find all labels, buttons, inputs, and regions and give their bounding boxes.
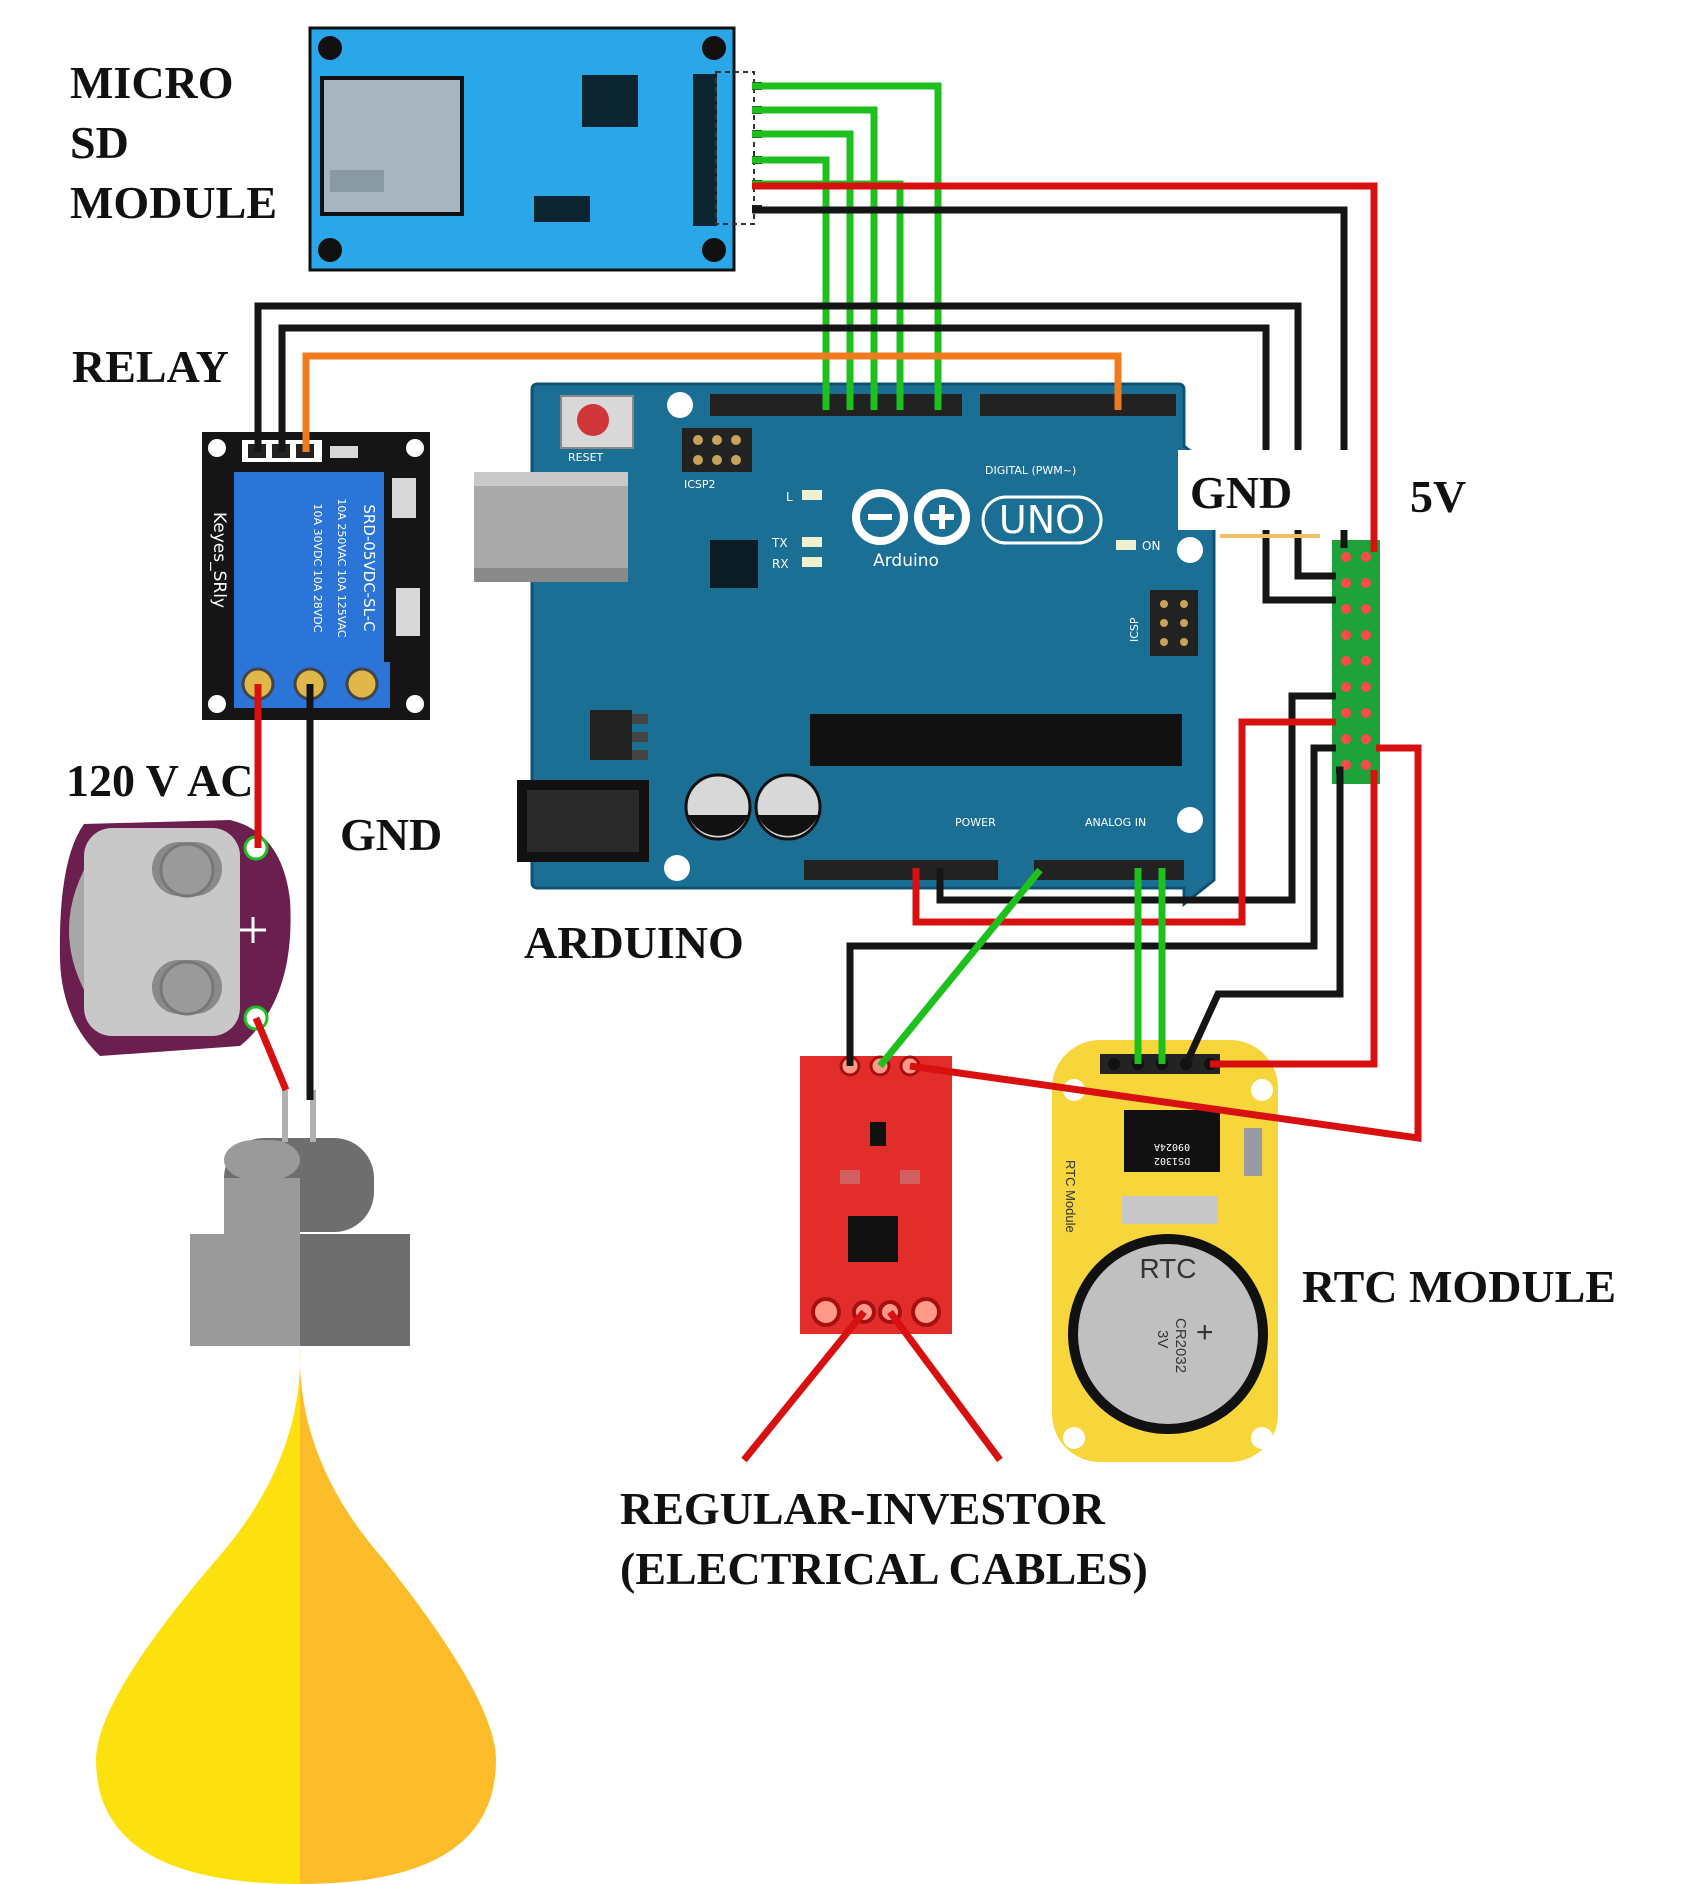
label-sd-line-2: SD: [70, 117, 129, 168]
ac-source-holder: [59, 820, 291, 1056]
relay-module: Keyes_SRly SRD-05VDC-SL-C 10A 250VAC 10A…: [202, 432, 430, 720]
wire-bb-5v: [912, 718, 1336, 926]
icsp2-header: [682, 428, 752, 472]
wire-sensor-signal: [877, 867, 1043, 1069]
capacitors: [684, 773, 822, 841]
light-bulb-icon: [96, 1090, 496, 1884]
led-label-on: ON: [1142, 539, 1160, 553]
usb-chip: [710, 540, 758, 588]
power-header: [804, 860, 998, 880]
wire-sd-green: [752, 82, 942, 410]
wire-sd-5v: [752, 182, 1378, 552]
rtc-battery-plus: +: [1196, 1316, 1214, 1349]
wire-sensor-gnd: [846, 744, 1336, 1066]
rtc-module-text: RTC Module: [1063, 1160, 1078, 1233]
wire-sd-gnd: [752, 206, 1348, 548]
wire-bb-gnd: [936, 692, 1336, 904]
voltage-regulator: [590, 710, 648, 760]
label-relay: RELAY: [72, 341, 229, 392]
label-sensor-line-1: REGULAR-INVESTOR: [620, 1483, 1106, 1534]
wire-cable-lead-1: [741, 1309, 867, 1463]
analog-label: ANALOG IN: [1085, 816, 1146, 829]
label-5v: 5V: [1410, 471, 1466, 522]
reset-button[interactable]: [560, 395, 634, 449]
wire-cable-lead-2: [887, 1309, 1003, 1463]
atmega-chip: [810, 714, 1182, 766]
status-leds: [802, 490, 1136, 567]
icsp-label: ICSP: [1128, 617, 1141, 642]
arduino-uno-board: RESET ICSP2: [474, 382, 1216, 908]
wire-ac-lamp: [252, 1016, 290, 1092]
label-sd-line-3: MODULE: [70, 177, 277, 228]
power-jack: [517, 780, 649, 862]
wire-rtc-vcc: [1210, 770, 1378, 1068]
label-gnd-breadboard: GND: [1190, 467, 1292, 518]
diagram-labels: MICRO SD MODULE RELAY 120 V AC GND GND 5…: [66, 57, 1616, 1594]
relay-part-text-3: 10A 30VDC 10A 28VDC: [311, 504, 324, 633]
wire-sensor-vcc: [909, 744, 1422, 1143]
reset-label: RESET: [568, 451, 604, 464]
wire-relay-gnd: [254, 302, 1336, 580]
current-sensor-module: [800, 1055, 952, 1334]
digital-header: [710, 394, 1176, 416]
digital-label: DIGITAL (PWM~): [985, 464, 1076, 477]
label-gnd-relay: GND: [340, 809, 442, 860]
wires: [252, 82, 1422, 1463]
power-label: POWER: [955, 816, 996, 829]
label-rtc-module: RTC MODULE: [1302, 1261, 1616, 1312]
wire-relay-vcc: [278, 324, 1336, 604]
relay-brand-text: Keyes_SRly: [209, 512, 229, 608]
usb-port: [474, 472, 628, 582]
led-label-l: L: [786, 490, 793, 504]
led-label-tx: TX: [771, 536, 788, 550]
rtc-module: DS1302 09024A RTC CR2032 3V + RTC Module: [1052, 1040, 1278, 1462]
wire-rtc-gnd: [1182, 766, 1344, 1066]
rtc-battery-model: CR2032: [1172, 1318, 1189, 1373]
rtc-chip-text-1: DS1302: [1154, 1155, 1190, 1166]
icsp2-label: ICSP2: [684, 478, 716, 491]
breadboard-strip: [1332, 540, 1380, 784]
uno-logo-text: UNO: [999, 498, 1085, 542]
rtc-chip-text-2: 09024A: [1154, 1141, 1190, 1152]
led-label-rx: RX: [772, 557, 789, 571]
micro-sd-module: [308, 26, 762, 272]
gnd-label-backdrop: [1178, 450, 1364, 530]
relay-part-text-1: SRD-05VDC-SL-C: [360, 504, 378, 631]
arduino-brand-text: Arduino: [873, 551, 939, 571]
arduino-logo-icon: [852, 489, 1103, 545]
relay-part-text-2: 10A 250VAC 10A 125VAC: [335, 498, 348, 638]
wire-relay-signal: [302, 352, 1122, 452]
label-arduino: ARDUINO: [524, 917, 744, 968]
label-sensor-line-2: (ELECTRICAL CABLES): [620, 1543, 1148, 1594]
icsp-header: [1150, 590, 1198, 656]
label-ac-source: 120 V AC: [66, 755, 253, 806]
analog-header: [1034, 860, 1184, 880]
label-sd-line-1: MICRO: [70, 57, 234, 108]
rtc-battery-voltage: 3V: [1154, 1330, 1171, 1348]
rtc-battery-title: RTC: [1139, 1253, 1196, 1284]
